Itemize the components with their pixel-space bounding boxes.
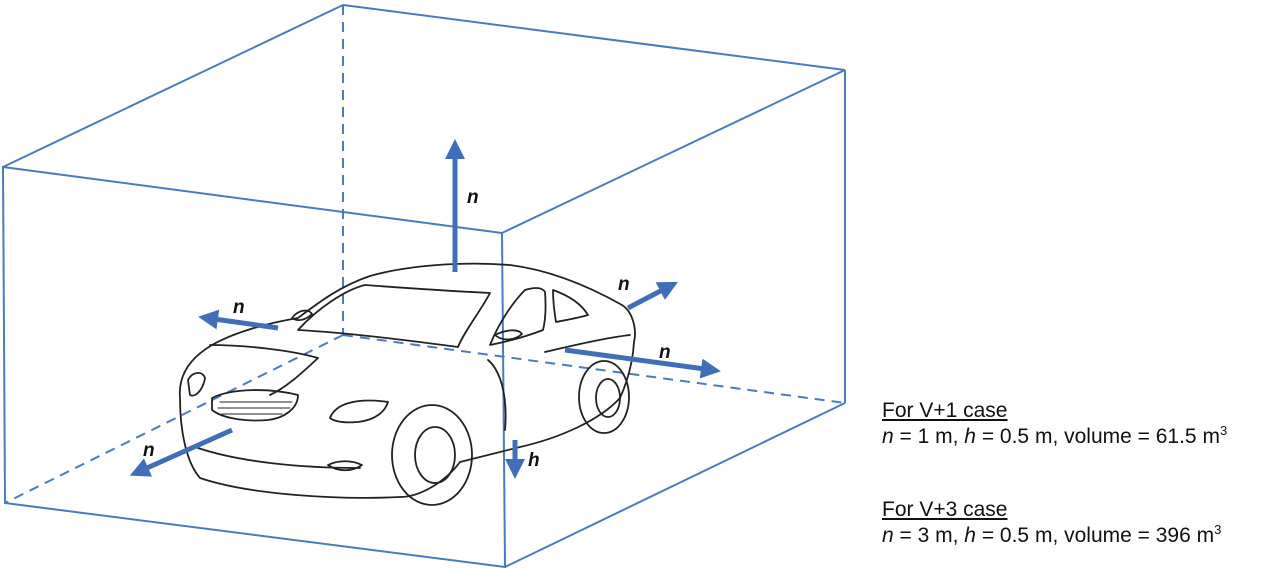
legend-v1-case: For V+1 case n = 1 m, h = 0.5 m, volume … xyxy=(882,398,1227,450)
box-hidden-edges xyxy=(4,5,846,504)
car-side-window-rear xyxy=(552,289,589,323)
car-sketch xyxy=(178,262,636,506)
label-n-right: n xyxy=(659,342,671,363)
car-bumper-line xyxy=(197,447,361,469)
normal-arrows xyxy=(129,139,721,479)
car-side-window-front xyxy=(489,287,547,346)
arrow-n-left xyxy=(198,309,279,331)
legend-v3-h-text: = 0.5 m, volume = 396 m xyxy=(975,524,1215,547)
legend-v1-h-var: h xyxy=(964,425,976,448)
legend-v3-title: For V+3 case xyxy=(882,498,1008,521)
box-edge-top-right xyxy=(501,69,846,234)
car-rear-line xyxy=(544,334,631,353)
car-grille xyxy=(211,389,299,422)
label-n-back-right: n xyxy=(618,274,630,295)
car-windshield xyxy=(297,284,491,348)
box-edge-back-bottom-left xyxy=(4,334,344,504)
arrow-n-back-right xyxy=(626,281,678,311)
label-n-left: n xyxy=(233,297,245,318)
car-front-wheel xyxy=(391,404,473,506)
legend-v3-exp: 3 xyxy=(1214,522,1222,537)
car-hood-line xyxy=(209,344,319,396)
legend-v3-n-var: n xyxy=(882,524,894,547)
car-mirror xyxy=(494,329,523,341)
legend-v1-values: n = 1 m, h = 0.5 m, volume = 61.5 m3 xyxy=(882,423,1228,450)
box-edge-bottom-right xyxy=(504,402,846,568)
legend-v1-n-var: n xyxy=(882,425,894,448)
legend-v1-h-text: = 0.5 m, volume = 61.5 m xyxy=(975,425,1220,448)
car-body-outline xyxy=(178,262,636,499)
car-grille-slats xyxy=(217,401,293,415)
legend-v3-values: n = 3 m, h = 0.5 m, volume = 396 m3 xyxy=(882,522,1222,549)
label-n-up: n xyxy=(467,187,479,208)
arrow-n-front xyxy=(129,427,234,477)
box-visible-edges xyxy=(1,4,846,569)
car-headlight-left xyxy=(187,372,206,397)
arrow-labels: n n n n n h xyxy=(143,187,671,471)
box-front-face xyxy=(1,165,507,569)
car-rear-wheel xyxy=(578,360,630,434)
car-door-line xyxy=(487,359,507,431)
arrow-n-right xyxy=(564,347,721,379)
car-left-mirror xyxy=(291,309,313,321)
legend-v1-title: For V+1 case xyxy=(882,399,1008,422)
legend-v3-case: For V+3 case n = 3 m, h = 0.5 m, volume … xyxy=(882,497,1221,549)
legend-v1-n-text: = 1 m, xyxy=(893,425,965,448)
box-edge-top-left xyxy=(2,4,344,168)
car-headlight-right xyxy=(329,399,389,424)
legend-v1-exp: 3 xyxy=(1219,423,1228,438)
box-edge-back-bottom-right xyxy=(342,334,846,404)
label-h: h xyxy=(528,450,540,471)
legend-v3-h-var: h xyxy=(964,524,976,547)
car-rear-wheel-rim xyxy=(595,378,621,418)
box-edge-top-back xyxy=(342,4,846,71)
label-n-front: n xyxy=(143,440,155,461)
car-fog-light xyxy=(327,460,363,472)
car-front-wheel-rim xyxy=(414,426,456,484)
legend-v3-n-text: = 3 m, xyxy=(893,524,965,547)
